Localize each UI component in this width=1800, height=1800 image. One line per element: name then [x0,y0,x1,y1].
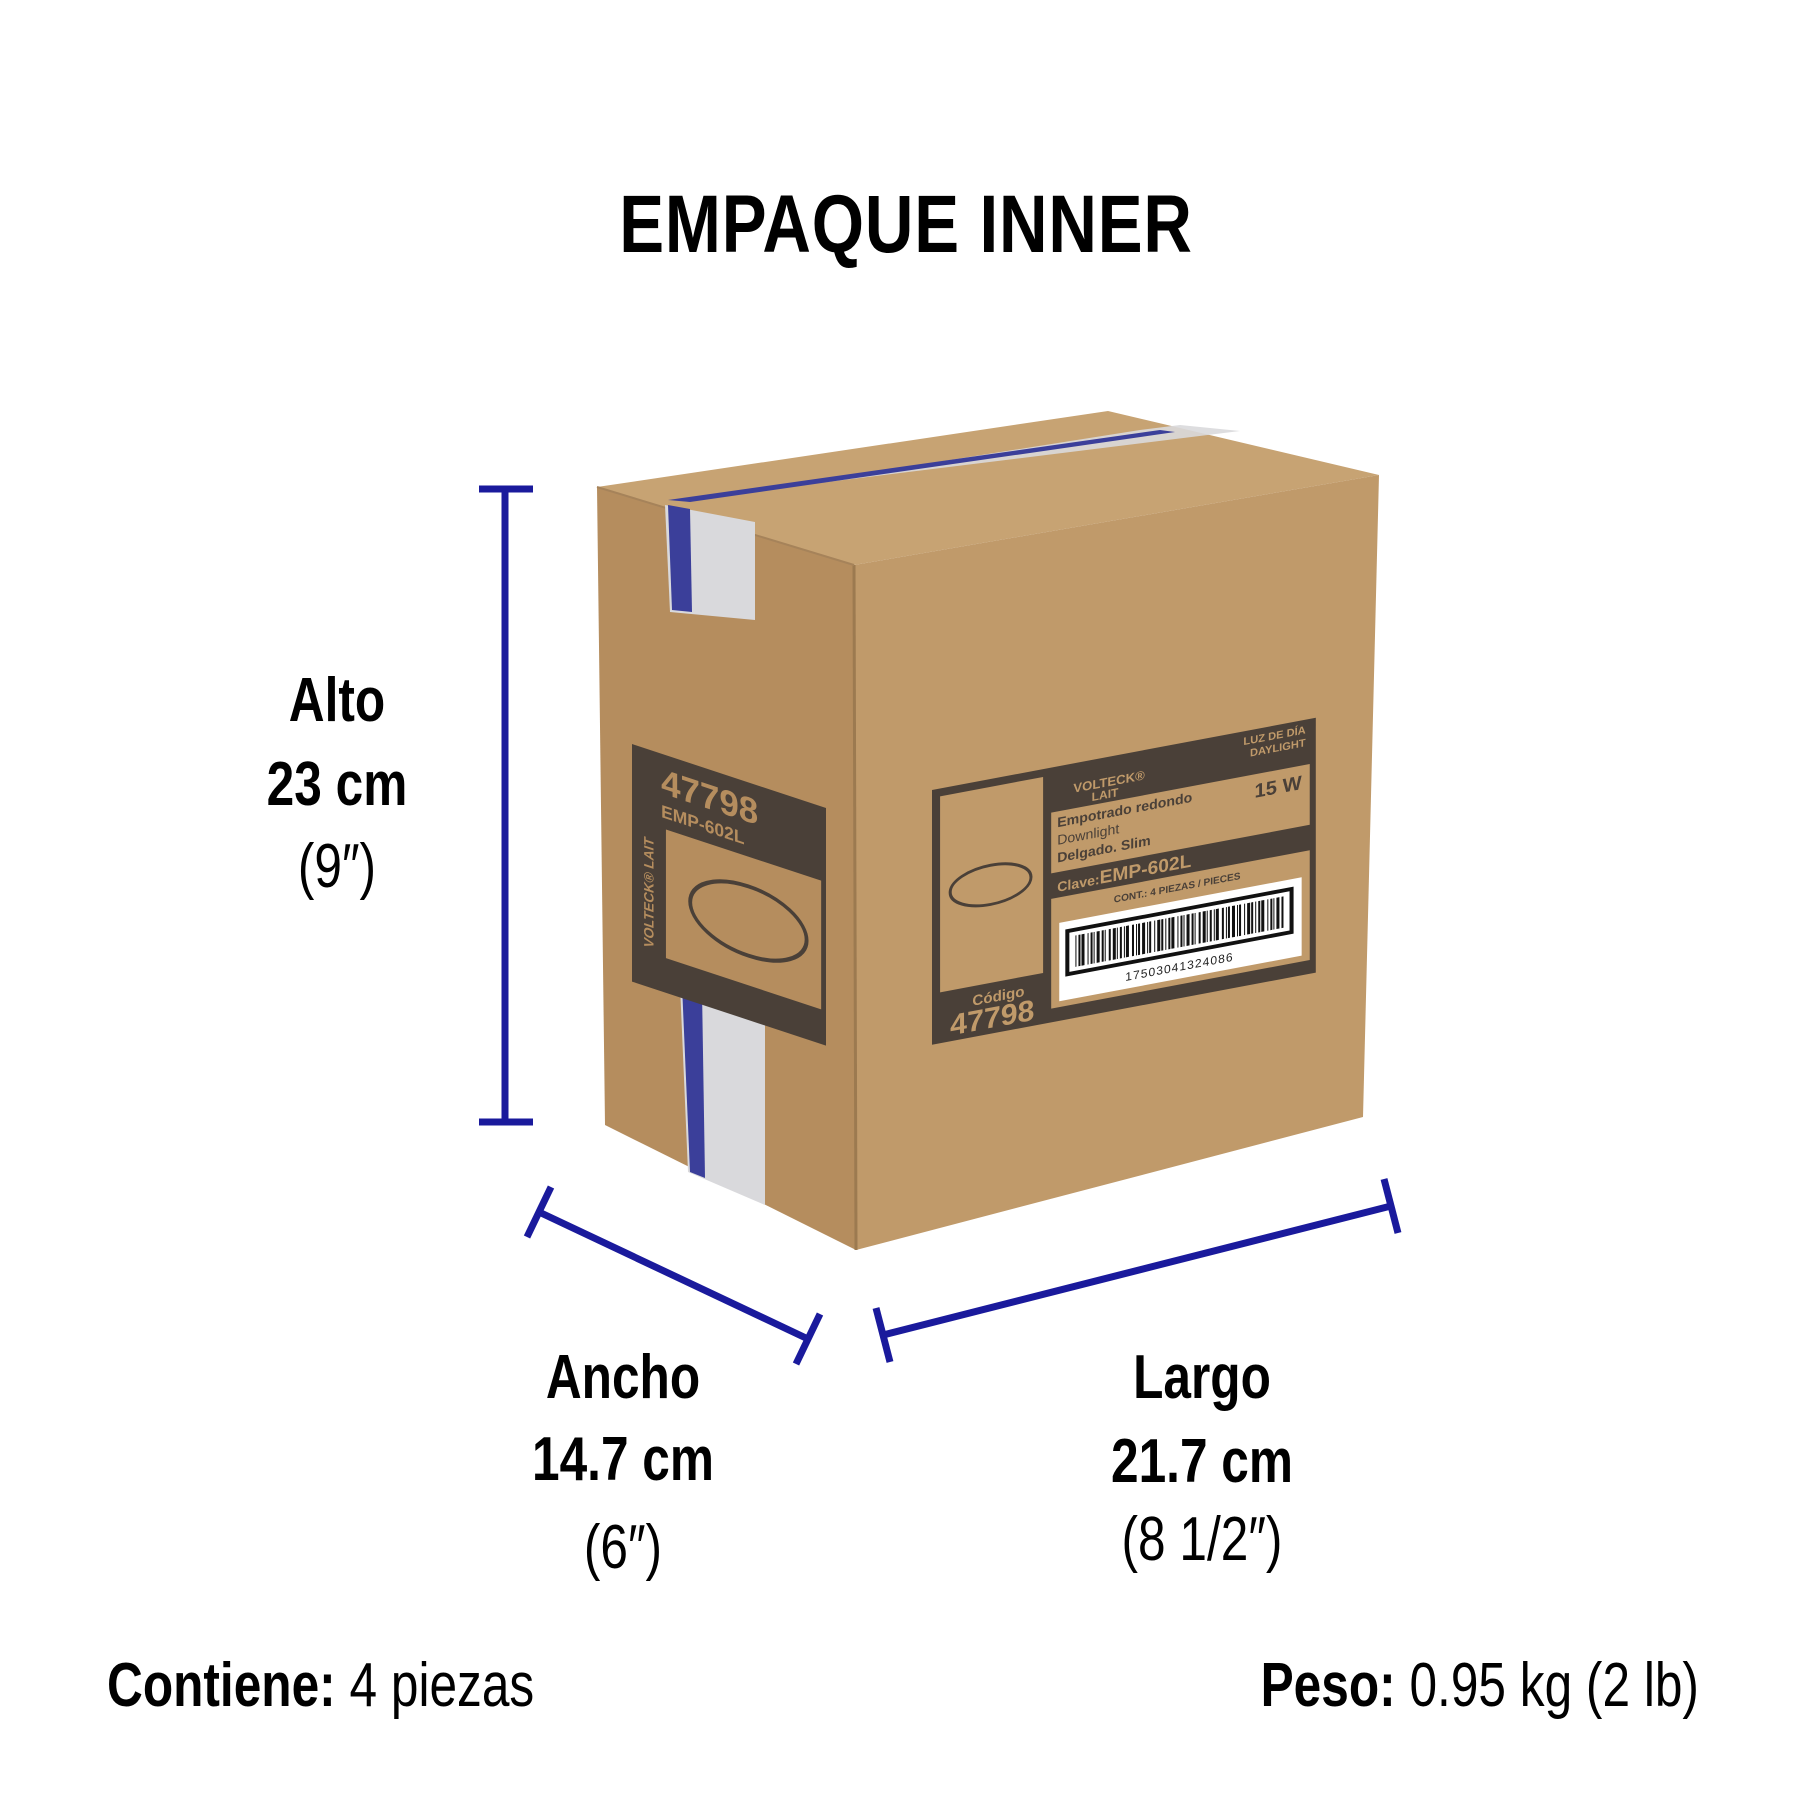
contents-info: Contiene: 4 piezas [107,1650,534,1721]
width-imperial: (6″) [583,1513,663,1582]
barcode-bar [1180,915,1183,948]
barcode-bar [1101,930,1104,962]
barcode-bar [1177,916,1179,948]
barcode-bar [1108,928,1111,961]
length-imperial: (8 1/2″) [1121,1505,1283,1574]
contents-label: Contiene: [107,1651,336,1720]
barcode-bar [1093,931,1095,964]
barcode-bar [1147,921,1149,954]
barcode-bar [1239,904,1242,937]
barcode-bar [1168,917,1171,950]
barcode-bar [1191,913,1194,946]
barcode-bar [1276,897,1280,930]
barcode-bar [1213,909,1215,941]
barcode-bar [1225,907,1227,939]
barcode-bar [1090,932,1093,965]
barcode-bar [1161,918,1164,951]
barcode-bar [1075,935,1077,967]
barcode-bar [1221,907,1224,940]
barcode-bar [1258,900,1261,933]
barcode-bar [1116,927,1118,960]
height-metric: 23 cm [266,750,408,819]
barcode-bar [1206,910,1208,943]
barcode-bar [1183,914,1185,947]
side-label-brand: VOLTECK® LAIT [641,834,656,950]
dimension-lines [479,485,1402,1366]
barcode-bar [1078,934,1081,967]
barcode-bar [1131,924,1134,957]
barcode-bar [1194,912,1196,945]
barcode-bar [1255,901,1257,934]
barcode-bar [1244,903,1246,936]
barcode-bar [1123,926,1125,958]
barcode-bar [1215,908,1219,941]
barcode-bar [1142,922,1146,955]
width-label: Ancho [545,1343,701,1412]
barcode-bar [1149,921,1152,953]
barcode-bar [1154,920,1156,953]
barcode-bar [1270,898,1273,931]
barcode-bar [1209,909,1212,942]
barcode-bar [1231,905,1235,938]
barcode-bar [1112,927,1116,960]
barcode-bar [1261,899,1265,932]
barcode-bar [1247,902,1251,935]
brand-sub: LAIT [1092,785,1120,804]
barcode-bar [1087,933,1089,965]
height-dimension: Alto 23 cm (9″) [137,670,537,898]
barcode-bar [1104,929,1106,962]
barcode-bar [1157,919,1161,952]
barcode-bar [1171,916,1175,949]
width-metric: 14.7 cm [531,1425,714,1494]
barcode-bar [1237,904,1239,937]
tape-top [665,425,1240,505]
weight-info: Peso: 0.95 kg (2 lb) [1261,1650,1699,1721]
barcode-bar [1096,930,1100,963]
tape-side-top-stripe [668,505,692,612]
downlight-image [688,879,809,963]
barcode-bar [1281,896,1284,929]
height-imperial: (9″) [297,832,377,901]
barcode-bar [1136,923,1138,956]
width-dimension-line [523,1185,824,1366]
box-top-face [597,411,1379,565]
barcode-bar [1273,898,1275,930]
length-dimension: Largo 21.7 cm (8 1/2″) [1002,1347,1402,1571]
barcode-bar [1198,911,1201,944]
tape-top-stripe [668,430,1175,502]
barcode-bar [1186,914,1190,946]
barcode-bar [1119,926,1122,959]
barcode-bar [1227,906,1230,939]
tape-side-bottom-stripe [682,985,705,1178]
box-edge [852,564,858,1251]
length-dimension-line [872,1178,1402,1363]
height-label: Alto [288,666,386,735]
width-dimension: Ancho 14.7 cm (6″) [423,1347,823,1579]
barcode-bar [1202,910,1206,943]
barcode-bar [1138,923,1141,956]
front-label: Código 47798 VOLTECK® LAIT LUZ DE DÍA DA… [932,717,1316,1045]
page-title: EMPAQUE INNER [619,179,1193,270]
barcode-bar [1165,918,1167,950]
barcode-bar [1125,925,1129,958]
contents-value: 4 piezas [349,1651,535,1720]
barcode-bar [1081,933,1085,966]
length-metric: 21.7 cm [1110,1427,1293,1496]
downlight-image [948,862,1033,908]
height-dimension-line [479,485,533,1126]
weight-value: 0.95 kg (2 lb) [1409,1651,1699,1720]
weight-label: Peso: [1260,1651,1396,1720]
barcode-bar [1251,902,1254,934]
side-label: 47798 EMP-602L VOLTECK® LAIT [632,744,827,1046]
length-label: Largo [1133,1343,1271,1412]
barcode [1075,896,1284,967]
barcode-bar [1267,899,1269,931]
